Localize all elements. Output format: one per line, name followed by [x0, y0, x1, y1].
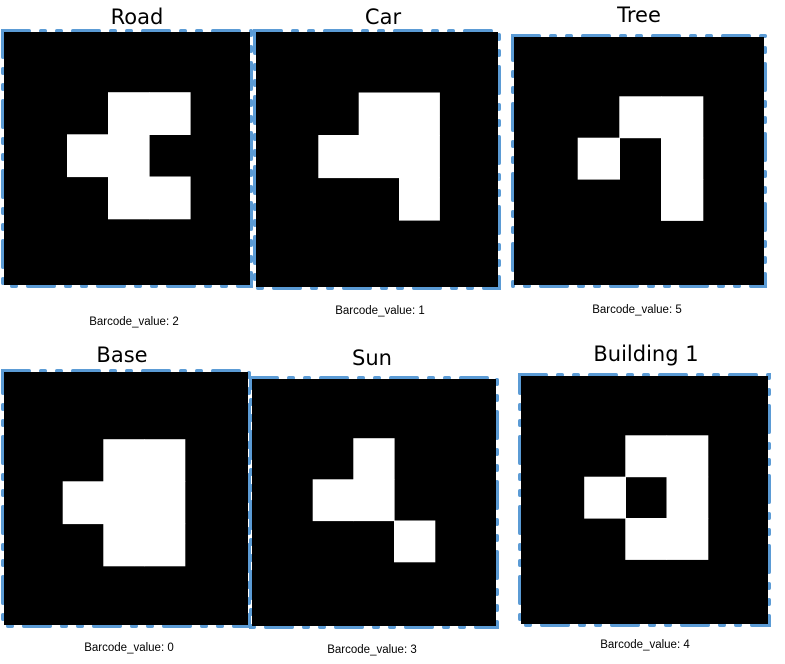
marker-cell-white	[666, 476, 709, 519]
marker-title: Road	[111, 5, 164, 29]
marker-cell-white	[661, 137, 704, 180]
dashed-border	[511, 34, 767, 288]
marker-cell-white	[661, 96, 704, 139]
marker-cell-white	[394, 520, 436, 563]
marker-cell-white	[62, 481, 104, 525]
marker-cell-white	[666, 518, 709, 560]
barcode-caption: Barcode_value: 5	[592, 304, 682, 316]
marker-square	[514, 37, 764, 285]
marker-cell-white	[619, 96, 662, 139]
marker-title: Base	[96, 343, 147, 367]
marker-cell-white	[144, 523, 186, 567]
marker-cell-white	[399, 92, 440, 136]
marker-cell-white	[625, 435, 668, 478]
marker-cell-white	[399, 177, 440, 221]
marker-cell-white	[144, 481, 186, 525]
barcode-caption: Barcode_value: 3	[327, 644, 417, 656]
dashed-border	[249, 376, 499, 629]
marker-cell-white	[318, 135, 360, 179]
marker-panel-building-1: Building 1 Barcode_value: 4	[518, 342, 771, 651]
dashed-border	[253, 29, 501, 290]
barcode-caption: Barcode_value: 4	[600, 639, 690, 651]
marker-cell-white	[103, 523, 145, 567]
marker-cell-white	[353, 479, 395, 522]
marker-cell-white	[144, 439, 186, 482]
dashed-border	[518, 373, 771, 627]
marker-cell-white	[666, 435, 709, 478]
barcode-caption: Barcode_value: 0	[84, 642, 174, 654]
barcode-caption: Barcode_value: 2	[89, 316, 179, 328]
marker-cell-white	[103, 439, 145, 482]
dashed-border	[1, 369, 251, 628]
marker-cell-white	[149, 92, 191, 135]
marker-cell-white	[577, 137, 620, 180]
marker-title: Building 1	[593, 342, 698, 366]
marker-cell-white	[108, 134, 150, 178]
marker-square	[521, 376, 768, 624]
dashed-border	[1, 29, 253, 288]
marker-title: Sun	[352, 346, 392, 370]
marker-cell-white	[108, 92, 150, 135]
marker-cell-white	[661, 179, 704, 221]
marker-cell-white	[103, 481, 145, 525]
marker-title: Tree	[616, 3, 661, 27]
marker-cell-white	[67, 134, 109, 178]
marker-cell-white	[625, 518, 668, 560]
marker-cell-white	[584, 476, 626, 519]
marker-cell-white	[312, 479, 354, 522]
marker-cell-white	[353, 438, 395, 480]
barcode-caption: Barcode_value: 1	[335, 305, 425, 317]
marker-cell-white	[399, 135, 440, 179]
marker-cell-white	[108, 176, 150, 220]
marker-title: Car	[365, 5, 402, 29]
marker-cell-white	[358, 92, 400, 136]
marker-cell-white	[149, 176, 191, 220]
marker-cell-white	[358, 135, 400, 179]
